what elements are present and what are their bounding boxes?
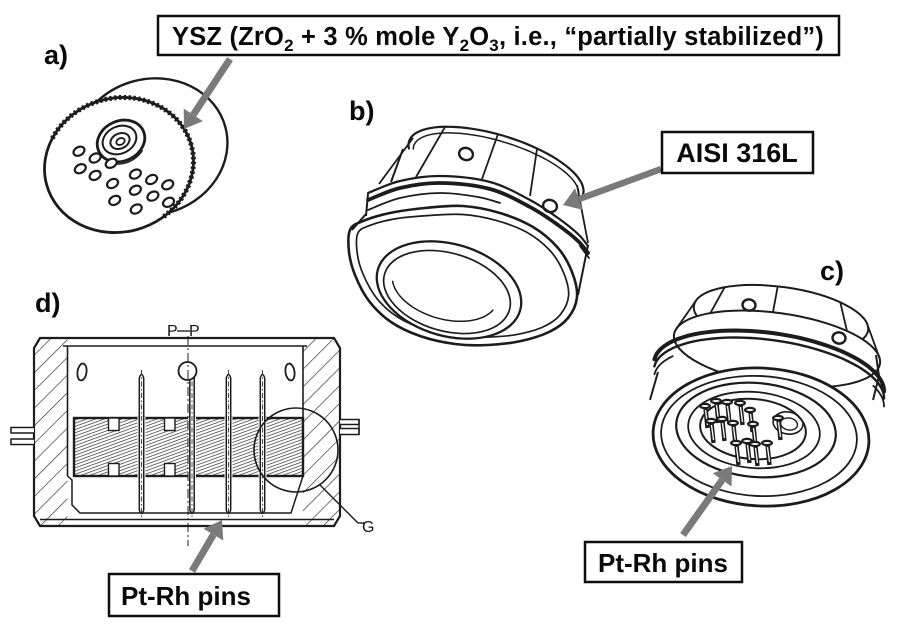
svg-text:G: G [362, 519, 374, 536]
svg-text:YSZ (ZrO2 + 3 % mole Y2O3, i.: YSZ (ZrO2 + 3 % mole Y2O3, i.e., “partia… [172, 23, 824, 55]
svg-text:P: P [167, 323, 178, 340]
svg-text:a): a) [44, 40, 68, 70]
svg-text:d): d) [35, 288, 60, 318]
svg-text:c): c) [820, 256, 844, 286]
svg-text:P: P [189, 323, 200, 340]
svg-text:Pt-Rh pins: Pt-Rh pins [121, 581, 251, 611]
svg-text:Pt-Rh pins: Pt-Rh pins [598, 548, 728, 578]
svg-text:b): b) [349, 96, 374, 126]
svg-text:AISI 316L: AISI 316L [676, 138, 798, 168]
